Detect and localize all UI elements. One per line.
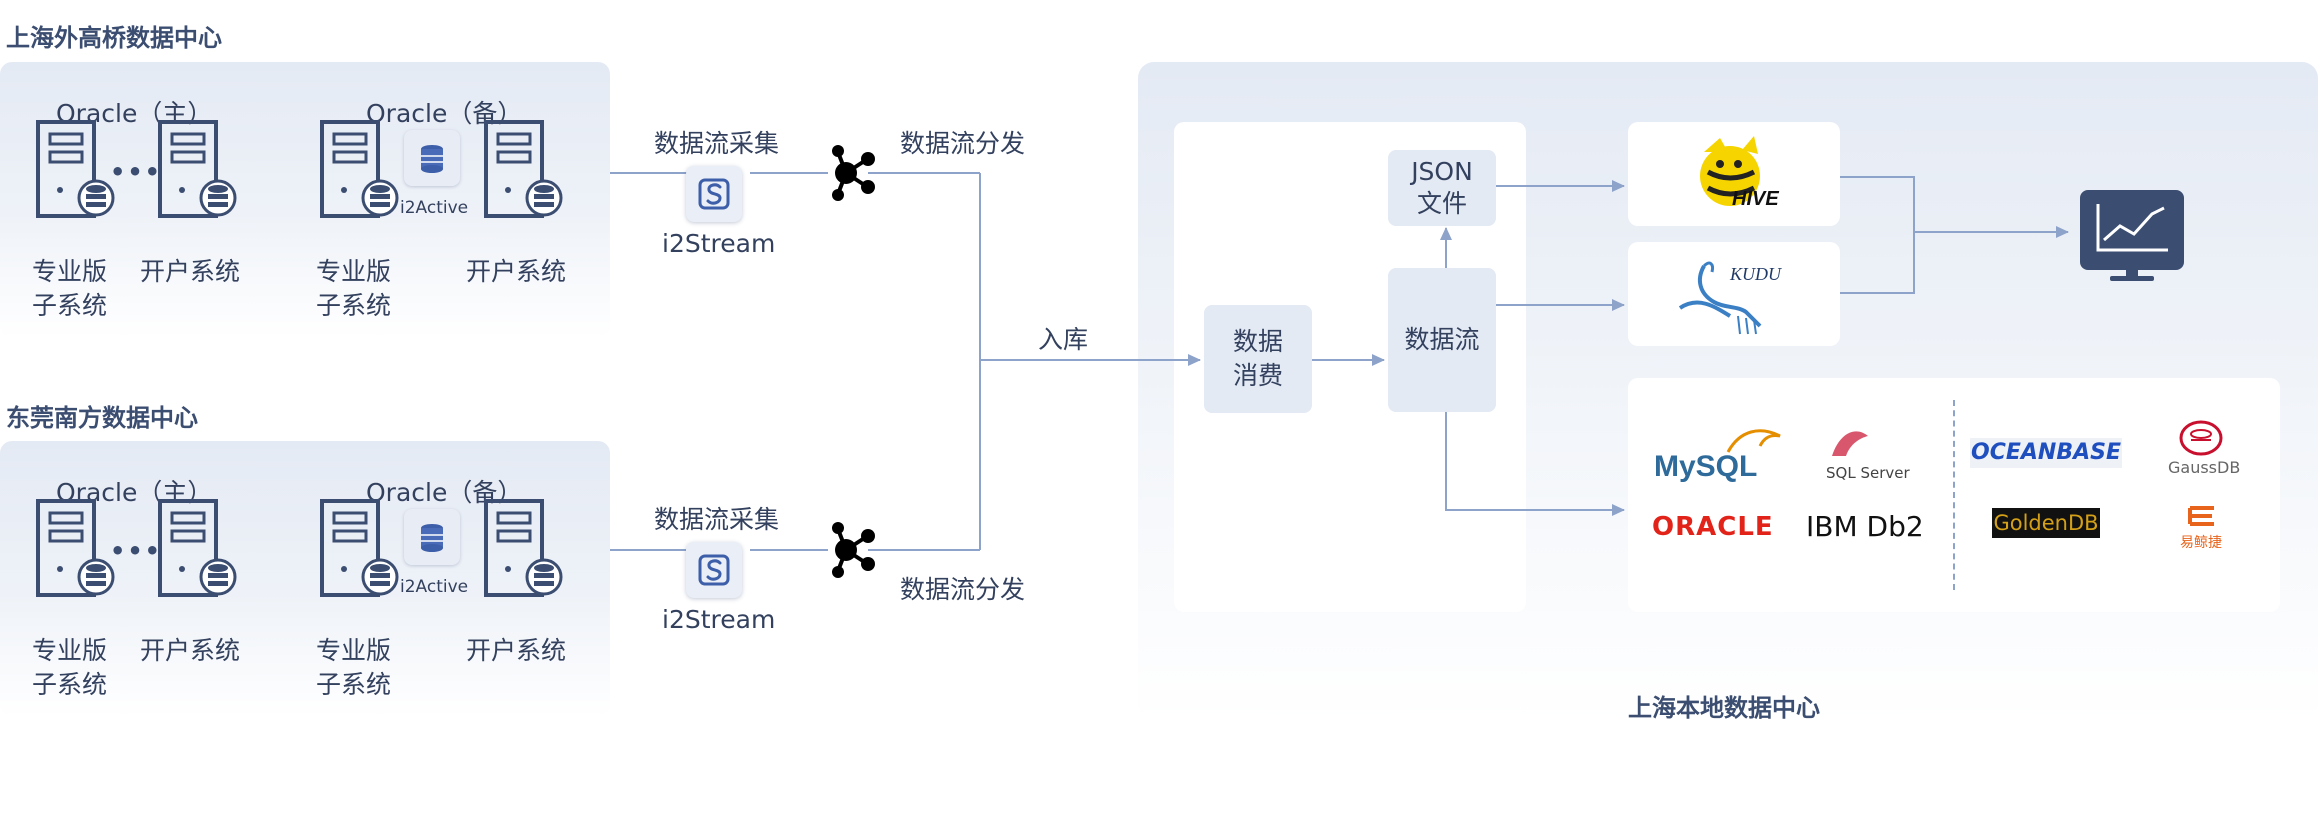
server-icon: [484, 120, 563, 218]
label-i2active: i2Active: [400, 198, 469, 218]
server-icon: [320, 120, 399, 218]
node-data-consume: 数据 消费: [1204, 305, 1312, 413]
label-account-system: 开户系统: [140, 257, 241, 286]
goldendb-logo: GoldenDB: [1992, 508, 2100, 538]
yisuda-icon: [2188, 506, 2214, 526]
title-dongguan-south: 东莞南方数据中心: [6, 404, 198, 432]
title-shanghai-waigaoqiao: 上海外高桥数据中心: [6, 24, 222, 52]
label-pro-subsystem: 专业版 子系统: [316, 636, 392, 699]
title-shanghai-local: 上海本地数据中心: [1628, 694, 1820, 722]
server-icon: [36, 120, 115, 218]
label-i2stream: i2Stream: [662, 229, 776, 258]
kafka-hub-icon: [832, 522, 875, 578]
database-stack-icon: [421, 524, 443, 552]
sqlserver-logo: SQL Server: [1826, 464, 1910, 482]
i2stream-badge: [686, 166, 742, 222]
server-icon: [320, 499, 399, 597]
label-account-system: 开户系统: [140, 636, 241, 665]
monitor-icon: [2080, 190, 2184, 270]
hive-logo-icon: [1700, 136, 1760, 206]
monitor-base: [2110, 276, 2154, 281]
label-pro-subsystem: 专业版 子系统: [32, 257, 108, 320]
label-stream-distribute: 数据流分发: [900, 129, 1026, 158]
kafka-hub-icon: [832, 145, 875, 201]
i2stream-badge: [686, 542, 742, 598]
oceanbase-logo: OCEANBASE: [1970, 438, 2122, 468]
divider: [1953, 400, 1955, 590]
db2-logo: IBM Db2: [1806, 510, 1924, 543]
database-stack-icon: [421, 145, 443, 173]
target-hive: HIVE: [1628, 122, 1840, 226]
yisuda-logo: 易鲸捷: [2180, 535, 2222, 551]
label-i2active: i2Active: [400, 577, 469, 597]
server-icon: [36, 499, 115, 597]
hive-label: HIVE: [1732, 188, 1779, 210]
label-i2stream: i2Stream: [662, 605, 776, 634]
mysql-logo: MySQL: [1654, 450, 1758, 483]
label-stream-collect: 数据流采集: [654, 129, 780, 158]
dolphin-icon: [1726, 429, 1781, 453]
target-kudu: KUDU: [1628, 242, 1840, 346]
ellipsis-icon: •••: [110, 537, 163, 565]
target-databases: MySQL SQL Server OCEANBASE GaussDB ORACL…: [1628, 378, 2280, 612]
label-ingest: 入库: [1038, 325, 1089, 354]
label-stream-distribute: 数据流分发: [900, 575, 1026, 604]
label-pro-subsystem: 专业版 子系统: [32, 636, 108, 699]
sqlserver-icon: [1832, 431, 1868, 456]
i2active-badge: [404, 130, 460, 186]
label-account-system: 开户系统: [466, 636, 567, 665]
label-account-system: 开户系统: [466, 257, 567, 286]
label-stream-collect: 数据流采集: [654, 505, 780, 534]
label-pro-subsystem: 专业版 子系统: [316, 257, 392, 320]
kudu-label: KUDU: [1730, 264, 1782, 284]
monitor-stand: [2126, 270, 2138, 276]
oracle-logo: ORACLE: [1652, 512, 1774, 542]
line-chart-icon: [2096, 204, 2168, 252]
server-icon: [484, 499, 563, 597]
server-icon: [158, 120, 237, 218]
i2active-badge: [404, 509, 460, 565]
i2stream-logo-icon: [698, 554, 730, 586]
gaussdb-logo: GaussDB: [2168, 458, 2241, 477]
ellipsis-icon: •••: [110, 158, 163, 186]
i2stream-logo-icon: [698, 178, 730, 210]
node-json-file: JSON 文件: [1388, 150, 1496, 226]
kudu-logo-icon: [1678, 261, 1762, 335]
node-data-stream: 数据流: [1388, 268, 1496, 412]
server-icon: [158, 499, 237, 597]
gaussdb-icon: [2179, 420, 2223, 456]
